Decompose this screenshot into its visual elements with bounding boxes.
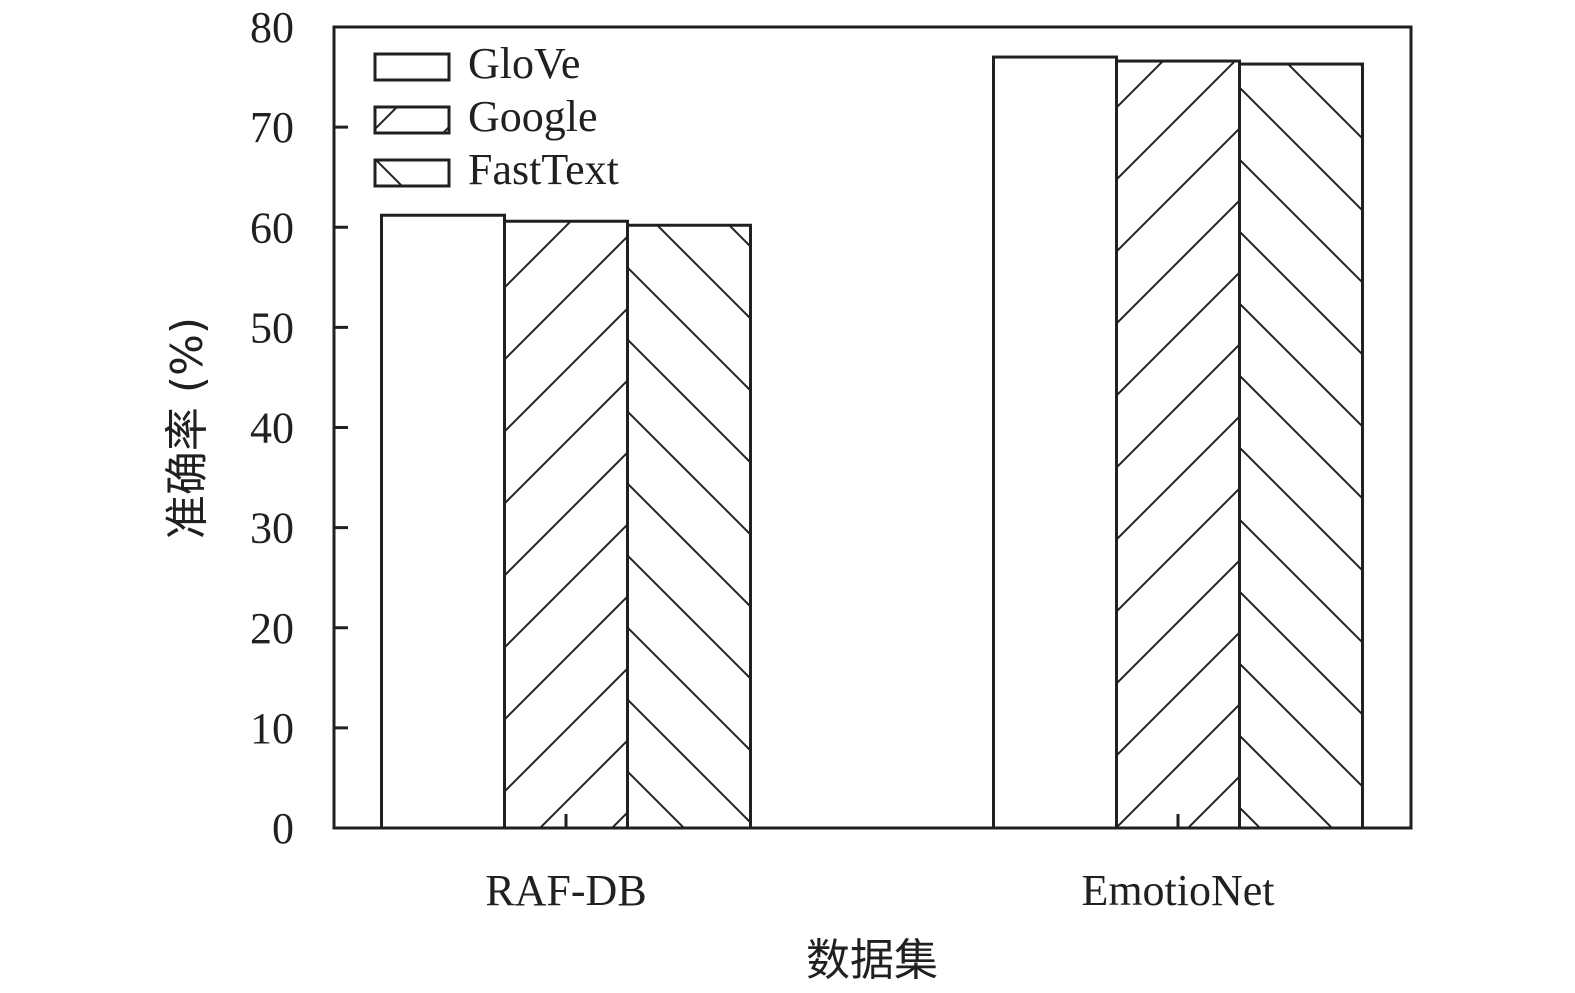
y-tick-label-10: 10	[250, 704, 294, 753]
bar-glove-raf-db	[380, 213, 506, 830]
legend-label-glove: GloVe	[468, 39, 580, 88]
y-tick-label-0: 0	[272, 804, 294, 853]
bar-fasttext-raf-db	[626, 223, 752, 830]
y-tick-label-30: 30	[250, 504, 294, 553]
y-axis-title: 准确率 (%)	[162, 317, 213, 539]
x-axis: RAF-DB EmotioNet	[485, 814, 1275, 915]
bar-fasttext-emotionet	[1238, 62, 1364, 830]
x-axis-title: 数据集	[806, 935, 938, 986]
legend-label-google: Google	[468, 92, 598, 141]
x-tick-label-raf-db: RAF-DB	[485, 866, 646, 915]
bar-google-emotionet	[1115, 59, 1241, 830]
legend-swatch-google	[373, 105, 451, 135]
plot-frame	[332, 25, 1413, 830]
legend-label-fasttext: FastText	[468, 145, 619, 194]
y-tick-label-50: 50	[250, 303, 294, 352]
legend-swatch-fasttext	[373, 158, 451, 188]
y-axis: 0 10 20 30 40 50 60 70 80	[250, 3, 348, 853]
y-tick-label-70: 70	[250, 103, 294, 152]
y-tick-label-80: 80	[250, 3, 294, 52]
bar-google-raf-db	[503, 219, 629, 830]
bar-glove-emotionet	[992, 55, 1118, 830]
bars-group	[380, 55, 1364, 830]
x-tick-label-emotionet: EmotioNet	[1081, 866, 1274, 915]
legend-swatch-glove	[373, 52, 451, 82]
y-tick-label-40: 40	[250, 404, 294, 453]
y-tick-label-20: 20	[250, 604, 294, 653]
y-tick-label-60: 60	[250, 203, 294, 252]
